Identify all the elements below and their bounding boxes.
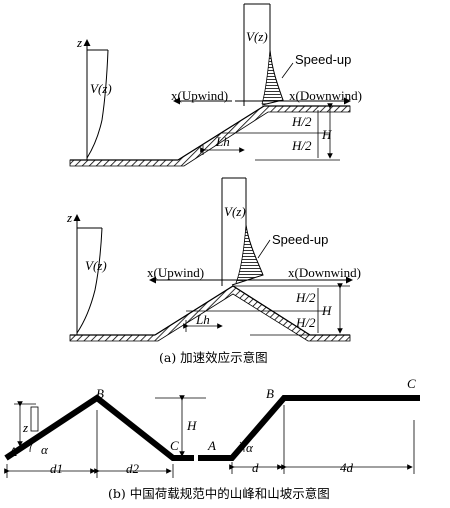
z-label-b: z bbox=[22, 420, 28, 435]
profile-label-right: V(z) bbox=[246, 29, 268, 44]
alpha-right: α bbox=[246, 440, 254, 455]
caption-b: (b) 中国荷载规范中的山峰和山坡示意图 bbox=[108, 486, 330, 501]
4d-label: 4d bbox=[340, 460, 354, 475]
panel-b-right: A B C α d 4d (b) 中国荷载规范中的山峰和山坡示意图 bbox=[108, 376, 420, 501]
h-half-lower: H/2 bbox=[291, 138, 312, 153]
velocity-profile-left bbox=[86, 49, 109, 159]
h-half-lower-b: H/2 bbox=[295, 315, 316, 330]
panel-b-left: A B C α z H d1 d2 bbox=[4, 386, 206, 478]
upwind-label-b: x(Upwind) bbox=[147, 265, 204, 280]
H-label-b: H bbox=[186, 418, 197, 433]
profile-label-left: V(z) bbox=[90, 81, 112, 96]
peak-profile bbox=[4, 394, 194, 461]
label-C-right: C bbox=[407, 376, 416, 391]
downwind-label: x(Downwind) bbox=[289, 88, 362, 103]
upwind-label: x(Upwind) bbox=[171, 88, 228, 103]
lh-label-b: Lh bbox=[195, 312, 210, 327]
label-A-right: A bbox=[207, 438, 216, 453]
d1-label: d1 bbox=[50, 461, 63, 476]
profile-label-right-b: V(z) bbox=[224, 204, 246, 219]
d-label: d bbox=[252, 460, 259, 475]
panel-a-bottom: z V(z) V(z) Speed-up x(Upwind) x(Downwin… bbox=[66, 177, 361, 365]
lh-label: Lh bbox=[215, 134, 230, 149]
d2-label: d2 bbox=[126, 461, 140, 476]
h-label: H bbox=[321, 127, 332, 142]
z-axis-label: z bbox=[76, 35, 82, 50]
speedup-label: Speed-up bbox=[295, 52, 351, 67]
label-A-left: A bbox=[8, 444, 17, 459]
label-B-right: B bbox=[266, 386, 274, 401]
alpha-left: α bbox=[41, 442, 49, 457]
slope-profile bbox=[198, 395, 420, 461]
h-half-upper: H/2 bbox=[291, 114, 312, 129]
caption-a: (a) 加速效应示意图 bbox=[159, 350, 268, 365]
z-axis-label-b: z bbox=[66, 210, 72, 225]
downwind-label-b: x(Downwind) bbox=[288, 265, 361, 280]
profile-label-left-b: V(z) bbox=[85, 258, 107, 273]
h-half-upper-b: H/2 bbox=[295, 290, 316, 305]
label-B-left: B bbox=[96, 386, 104, 401]
panel-a-top: z V(z) V(z) Speed-up x(Upwind) x(Downwin… bbox=[69, 3, 362, 167]
speedup-label-b: Speed-up bbox=[272, 232, 328, 247]
speedup-shaded-area bbox=[262, 50, 282, 104]
h-label-b: H bbox=[321, 303, 332, 318]
label-C-left: C bbox=[170, 438, 179, 453]
